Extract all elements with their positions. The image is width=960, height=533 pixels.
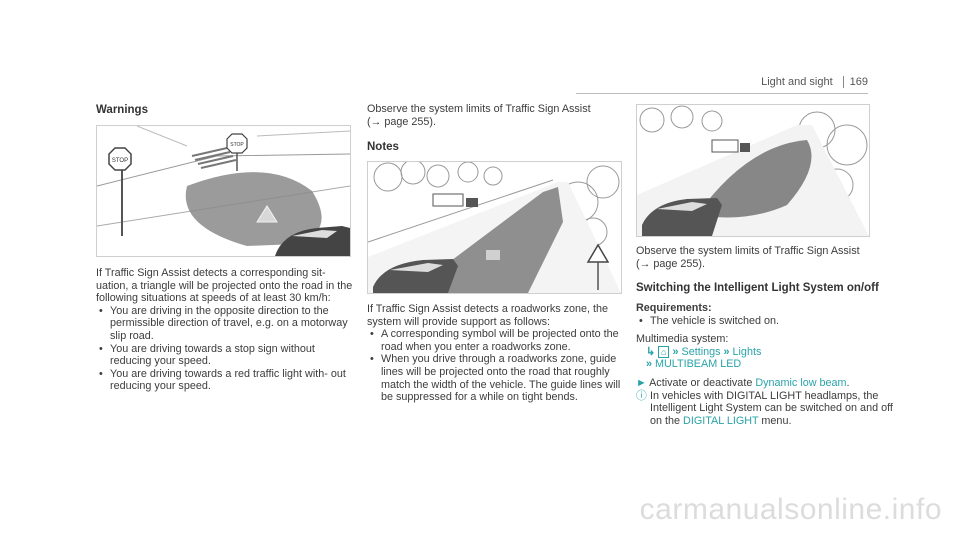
stop-sign-label-1: STOP (112, 158, 128, 164)
info-icon: ⓘ (636, 389, 647, 402)
col1-text: If Traffic Sign Assist detects a corresp… (96, 267, 354, 393)
info-note: ⓘ In vehicles with DIGITAL LIGHT headlam… (636, 390, 898, 428)
list-item: You are driving in the opposite directio… (96, 305, 354, 343)
requirements-label: Requirements: (636, 302, 712, 314)
switching-heading: Switching the Intelligent Light System o… (636, 282, 879, 294)
col2-observe: Observe the system limits of Traffic Sig… (367, 103, 622, 128)
list-item: The vehicle is switched on. (636, 315, 898, 328)
nav-path-1: ↳ ⌂ » Settings » Lights (636, 345, 898, 359)
notes-heading: Notes (367, 141, 399, 153)
observe-text: Observe the system limits of Traffic Sig… (367, 103, 591, 115)
watermark: carmanualsonline.info (639, 493, 942, 526)
double-chevron-icon: » (723, 345, 730, 358)
warnings-heading: Warnings (96, 104, 148, 116)
page-reference[interactable]: (→ page 255). (367, 115, 437, 128)
header-section: Light and sight (761, 76, 833, 88)
nav-settings[interactable]: Settings (681, 345, 721, 358)
figure-intelligent-light-system (636, 104, 870, 237)
col3-body: Requirements: The vehicle is switched on… (636, 302, 898, 427)
double-chevron-icon: » (672, 345, 679, 358)
double-chevron-icon: » (646, 358, 653, 371)
home-icon[interactable]: ⌂ (658, 345, 670, 358)
multimedia-label: Multimedia system: (636, 333, 729, 346)
stop-sign-label-2: STOP (230, 142, 244, 148)
page-reference[interactable]: (→ page 255). (636, 257, 706, 270)
nav-path-2: » MULTIBEAM LED (636, 358, 898, 371)
figure-stop-sign-projection: STOP STOP (96, 125, 351, 257)
note-text: In vehicles with DIGITAL LIGHT headlamps… (650, 389, 893, 427)
list-item: When you drive through a roadworks zone,… (367, 353, 625, 403)
action-step: ► Activate or deactivate Dynamic low bea… (636, 377, 898, 390)
col3-observe: Observe the system limits of Traffic Sig… (636, 245, 896, 270)
nav-lights[interactable]: Lights (732, 345, 762, 358)
col2-text: If Traffic Sign Assist detects a roadwor… (367, 303, 625, 404)
warnings-intro: If Traffic Sign Assist detects a corresp… (96, 267, 353, 305)
list-item: A corresponding symbol will be projected… (367, 328, 625, 353)
action-end: . (846, 376, 850, 389)
play-arrow-icon: ► (636, 376, 647, 389)
note-end: menu. (758, 414, 792, 427)
return-arrow-icon: ↳ (646, 345, 656, 358)
notes-intro: If Traffic Sign Assist detects a roadwor… (367, 303, 609, 328)
digital-light-menu[interactable]: DIGITAL LIGHT (683, 414, 759, 427)
header-rule (576, 93, 868, 94)
nav-multibeam-led[interactable]: MULTIBEAM LED (655, 358, 742, 371)
running-header: Light and sight 169 (761, 76, 868, 88)
figure-roadworks-guide-lines (367, 161, 622, 294)
warnings-list: You are driving in the opposite directio… (96, 305, 354, 393)
notes-list: A corresponding symbol will be projected… (367, 328, 625, 404)
action-text: Activate or deactivate (649, 376, 756, 389)
list-item: You are driving towards a stop sign with… (96, 343, 354, 368)
list-item: You are driving towards a red traffic li… (96, 368, 354, 393)
requirements-list: The vehicle is switched on. (636, 315, 898, 328)
page-number: 169 (842, 76, 868, 88)
observe-text: Observe the system limits of Traffic Sig… (636, 245, 860, 257)
dynamic-low-beam-option[interactable]: Dynamic low beam (755, 376, 847, 389)
